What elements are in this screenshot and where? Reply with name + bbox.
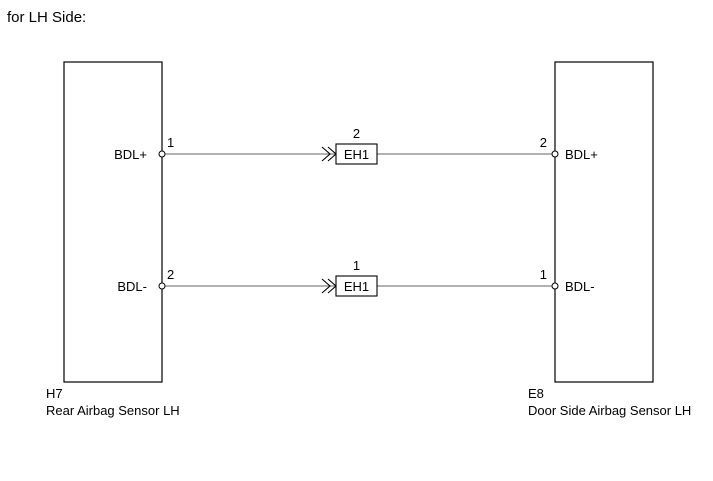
connector-label: EH1 [344,279,369,294]
connector-eh1-top: EH1 2 [321,126,378,165]
connector-pin-number: 1 [353,258,360,273]
connector-eh1-bottom: EH1 1 [321,258,378,297]
left-pin-number-2: 2 [167,267,174,282]
right-pin-label-bdl-plus: BDL+ [565,147,598,162]
left-pin-label-bdl-minus: BDL- [117,279,147,294]
connector-pin-number: 2 [353,126,360,141]
connector-chevron-icon [321,278,331,294]
connector-label: EH1 [344,147,369,162]
left-pin-number-1: 1 [167,135,174,150]
left-pin-2-terminal [158,282,166,290]
connector-chevron-icon [321,146,331,162]
right-component-name: Door Side Airbag Sensor LH [528,403,691,418]
left-pin-label-bdl-plus: BDL+ [114,147,147,162]
right-pin-number-1: 1 [540,267,547,282]
left-component-box [63,61,163,383]
right-component-box [554,61,654,383]
right-component-code: E8 [528,386,544,401]
left-component-name: Rear Airbag Sensor LH [46,403,180,418]
right-pin-number-2: 2 [540,135,547,150]
diagram-heading: for LH Side: [7,9,86,26]
right-pin-1-terminal [551,282,559,290]
right-pin-2-terminal [551,150,559,158]
connector-box [335,275,378,297]
left-pin-1-terminal [158,150,166,158]
connector-box [335,143,378,165]
right-pin-label-bdl-minus: BDL- [565,279,595,294]
left-component-code: H7 [46,386,63,401]
